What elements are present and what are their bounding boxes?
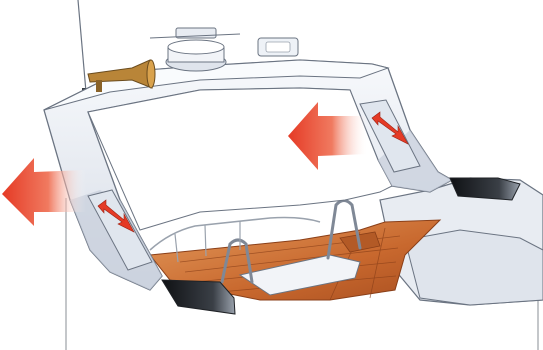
antenna-icon (78, 0, 90, 94)
hull-step-right (405, 230, 543, 305)
windscreen-opening (88, 88, 392, 230)
searchlight-icon (258, 38, 298, 56)
